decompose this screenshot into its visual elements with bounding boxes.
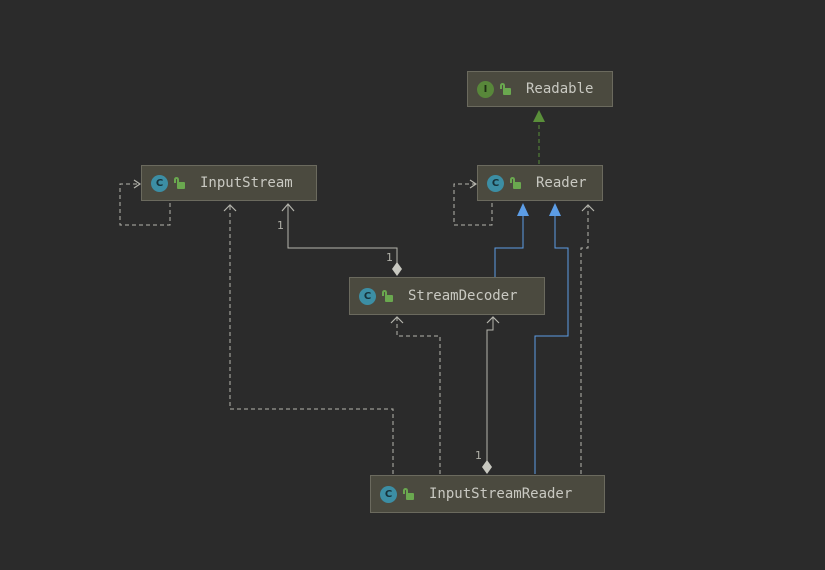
- readable-interface-node[interactable]: I Readable: [467, 71, 613, 107]
- realization-arrowhead: [533, 110, 545, 122]
- decoder-inheritance-arrowhead: [517, 203, 529, 216]
- isr-aggregation-diamond: [482, 460, 492, 474]
- node-name: InputStream: [200, 175, 293, 191]
- node-name: Readable: [526, 81, 594, 97]
- multiplicity-label: 1: [475, 449, 482, 462]
- isr-extends-reader-edge: [534, 216, 569, 474]
- decoder-extends-reader-edge: [494, 216, 524, 277]
- isr-decoder-association-edge: [486, 317, 494, 461]
- multiplicity-label: 1: [386, 251, 393, 264]
- node-name: Reader: [536, 175, 587, 191]
- inputstream-class-node[interactable]: C InputStream: [141, 165, 317, 201]
- public-lock-icon: [174, 177, 186, 189]
- isr-depends-decoder-edge: [396, 317, 441, 474]
- node-name: InputStreamReader: [429, 486, 573, 502]
- public-lock-icon: [500, 83, 512, 95]
- decoder-inputstream-association-edge: [287, 204, 398, 263]
- class-icon: C: [487, 174, 504, 192]
- reader-class-node[interactable]: C Reader: [477, 165, 603, 201]
- inputstream-self-dependency: [119, 183, 171, 226]
- streamdecoder-class-node[interactable]: C StreamDecoder: [349, 277, 545, 315]
- isr-depends-reader-edge: [580, 205, 589, 474]
- public-lock-icon: [382, 290, 394, 302]
- inputstreamreader-class-node[interactable]: C InputStreamReader: [370, 475, 605, 513]
- isr-depends-inputstream-edge: [229, 205, 394, 474]
- node-name: StreamDecoder: [408, 288, 518, 304]
- interface-icon: I: [477, 80, 494, 98]
- isr-inheritance-arrowhead: [549, 203, 561, 216]
- public-lock-icon: [403, 488, 415, 500]
- class-icon: C: [359, 287, 376, 305]
- class-icon: C: [380, 485, 397, 503]
- class-icon: C: [151, 174, 168, 192]
- decoder-aggregation-diamond: [392, 262, 402, 276]
- multiplicity-label: 1: [277, 219, 284, 232]
- public-lock-icon: [510, 177, 522, 189]
- reader-self-dependency: [453, 183, 493, 226]
